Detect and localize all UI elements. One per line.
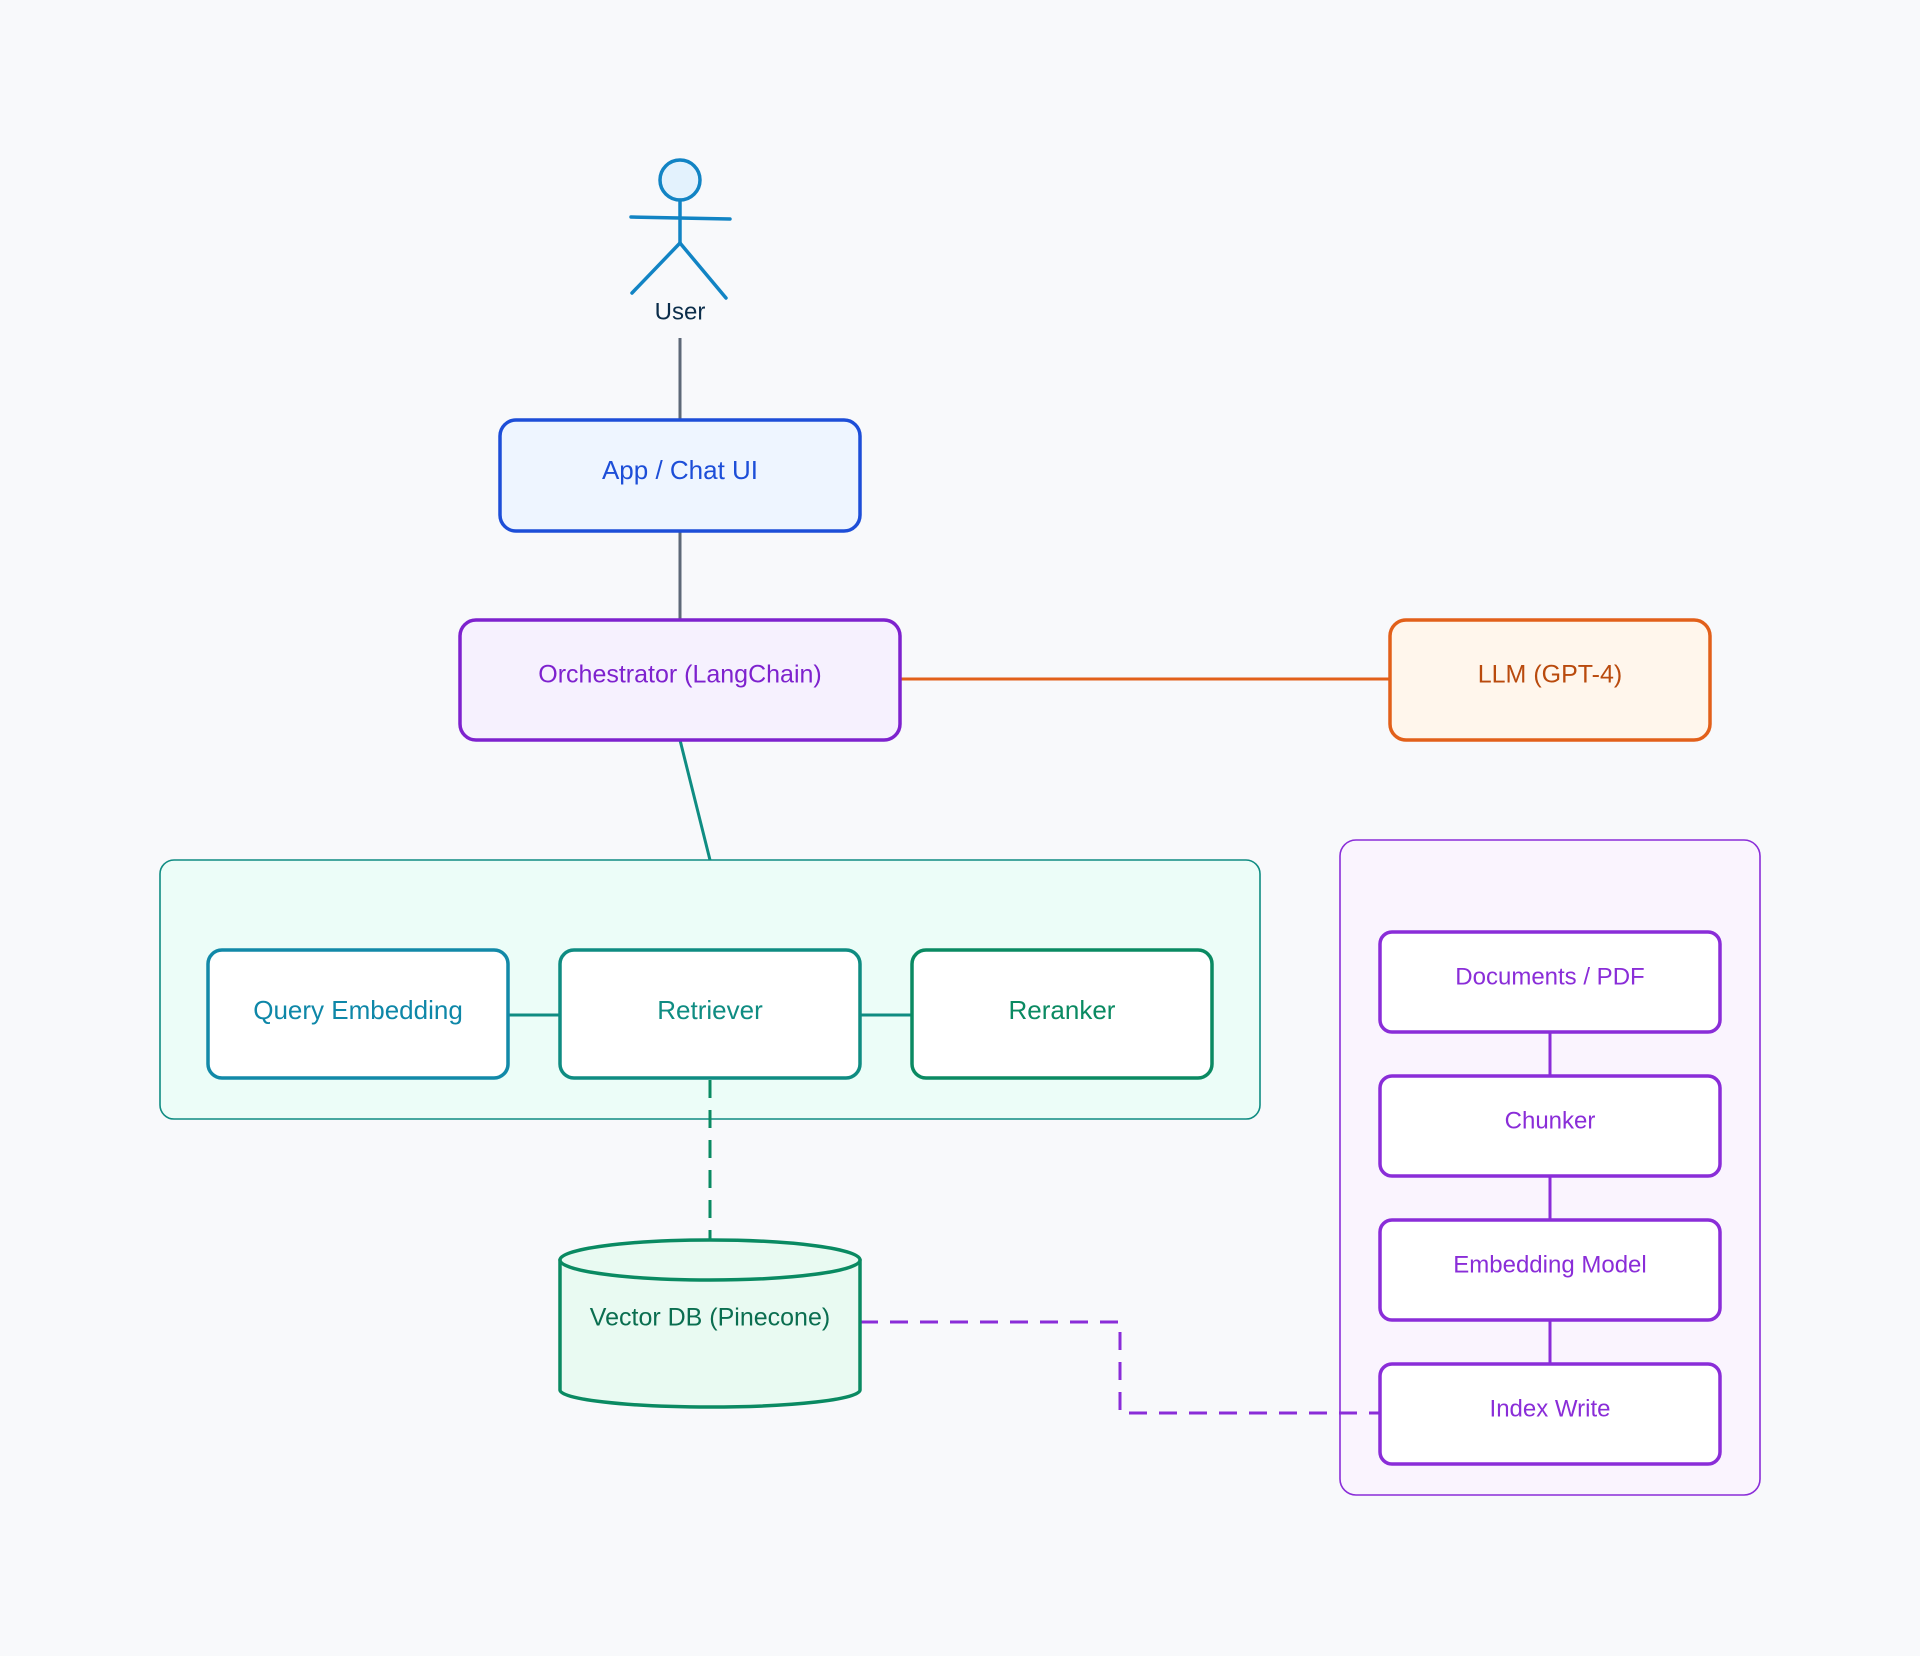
user-actor[interactable]: User [629,158,732,325]
index-write-node[interactable]: Index Write [1378,1362,1722,1466]
chunker-label: Chunker [1505,1107,1596,1134]
app-chat-ui-node[interactable]: App / Chat UI [498,418,862,533]
documents-pdf-label: Documents / PDF [1455,963,1644,990]
user-label: User [655,298,706,325]
embedding-model-node[interactable]: Embedding Model [1378,1218,1722,1322]
orchestrator-node[interactable]: Orchestrator (LangChain) [458,618,902,742]
edge-orchestrator-retrieval [678,739,712,861]
llm-label: LLM (GPT-4) [1478,661,1622,689]
app-chat-ui-label: App / Chat UI [602,455,758,485]
stick-figure-icon [629,158,732,300]
retriever-node[interactable]: Retriever [558,948,862,1080]
documents-pdf-node[interactable]: Documents / PDF [1378,930,1722,1034]
retriever-label: Retriever [657,995,763,1025]
edges [508,338,1552,1415]
database-cylinder-icon [558,1238,862,1409]
llm-node[interactable]: LLM (GPT-4) [1388,618,1712,742]
vector-db-label: Vector DB (Pinecone) [590,1304,830,1332]
orchestrator-label: Orchestrator (LangChain) [538,661,821,689]
embedding-model-label: Embedding Model [1453,1251,1646,1278]
reranker-label: Reranker [1009,995,1116,1025]
vector-db-node[interactable]: Vector DB (Pinecone) [558,1238,862,1409]
query-embedding-node[interactable]: Query Embedding [206,948,510,1080]
index-write-label: Index Write [1490,1395,1611,1422]
query-embedding-label: Query Embedding [253,995,463,1025]
edge-vectordb-indexwrite [860,1320,1380,1415]
chunker-node[interactable]: Chunker [1378,1074,1722,1178]
reranker-node[interactable]: Reranker [910,948,1214,1080]
